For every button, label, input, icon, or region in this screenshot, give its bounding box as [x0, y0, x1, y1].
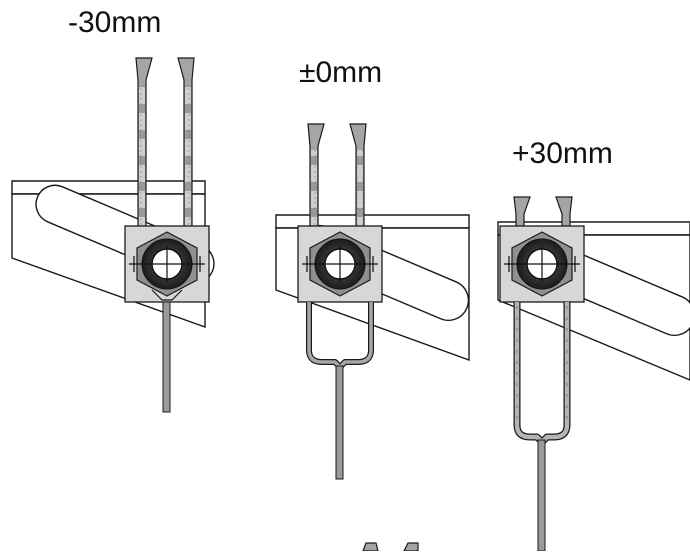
- bolt-block: [124, 225, 210, 303]
- bolt-block: [499, 225, 585, 303]
- partial-rod-tips: [362, 542, 419, 552]
- assembly-plus-30: [497, 196, 690, 552]
- assembly-minus-30: [11, 57, 215, 413]
- assembly-zero: [275, 123, 470, 480]
- tension-rods: [307, 123, 367, 229]
- label-zero-mm: ±0mm: [299, 56, 383, 89]
- bolt-block: [297, 225, 383, 303]
- lower-rod: [537, 439, 546, 552]
- lower-rod: [162, 301, 171, 413]
- label-plus-30mm: +30mm: [512, 137, 613, 170]
- clip: [151, 289, 183, 301]
- lower-rod: [335, 365, 344, 480]
- label-minus-30mm: -30mm: [68, 6, 162, 39]
